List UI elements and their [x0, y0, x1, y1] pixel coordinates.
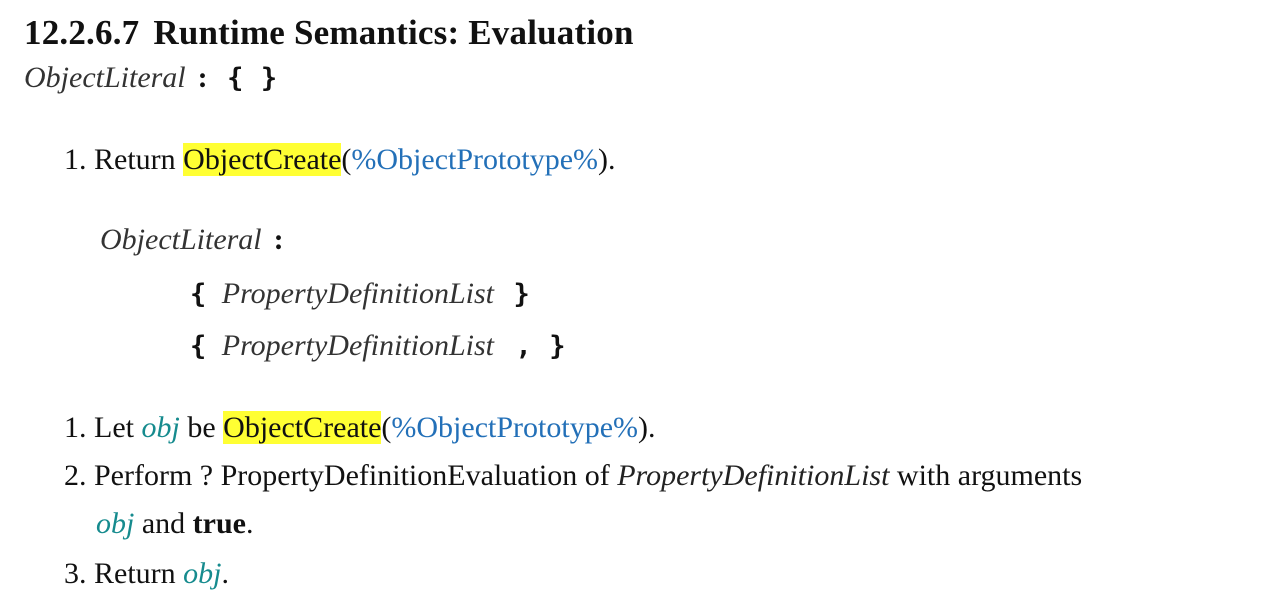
paren-open: (	[341, 143, 352, 176]
algorithm-step: 2. Perform ? PropertyDefinitionEvaluatio…	[64, 454, 1082, 498]
step-word: be	[187, 411, 216, 444]
value-true: true	[192, 507, 246, 540]
abstract-op-link-objectcreate[interactable]: ObjectCreate	[183, 143, 342, 176]
step-number: 3.	[64, 557, 87, 590]
production-colon: :	[273, 223, 284, 256]
terminal-open-brace: {	[227, 63, 244, 94]
section-title: Runtime Semantics: Evaluation	[153, 13, 634, 52]
terminal-close-brace: }	[260, 63, 278, 94]
terminal-close-brace: }	[549, 331, 566, 362]
production-alternative: { PropertyDefinitionList , }	[190, 324, 566, 369]
terminal-close-brace: }	[513, 279, 530, 310]
nonterminal-property-definition-list[interactable]: PropertyDefinitionList	[617, 459, 890, 492]
variable-obj[interactable]: obj	[96, 507, 135, 540]
step-period: .	[221, 557, 230, 590]
step-text: Perform ? PropertyDefinitionEvaluation o…	[94, 459, 610, 492]
nonterminal-object-literal: ObjectLiteral	[100, 223, 262, 256]
production-object-literal-header: ObjectLiteral:	[100, 218, 284, 262]
algorithm-step: 1. Let obj be ObjectCreate(%ObjectProtot…	[64, 406, 656, 450]
algorithm-step: 1. Return ObjectCreate(%ObjectPrototype%…	[64, 138, 616, 182]
intrinsic-link[interactable]: %ObjectPrototype%	[391, 411, 639, 444]
production-object-literal-empty: ObjectLiteral: { }	[24, 56, 277, 101]
section-heading: 12.2.6.7 Runtime Semantics: Evaluation	[24, 8, 634, 58]
intrinsic-link[interactable]: %ObjectPrototype%	[351, 143, 599, 176]
terminal-comma: ,	[515, 331, 532, 362]
paren-close: ).	[598, 143, 616, 176]
nonterminal-property-definition-list[interactable]: PropertyDefinitionList	[221, 277, 494, 310]
step-number: 1.	[64, 143, 87, 176]
step-period: .	[245, 507, 254, 540]
terminal-open-brace: {	[190, 331, 207, 362]
step-number: 2.	[64, 459, 87, 492]
variable-obj[interactable]: obj	[141, 411, 180, 444]
production-colon: :	[197, 61, 208, 94]
step-keyword: Let	[94, 411, 134, 444]
production-alternative: { PropertyDefinitionList }	[190, 272, 530, 317]
nonterminal-object-literal: ObjectLiteral	[24, 61, 186, 94]
algorithm-step: 3. Return obj.	[64, 552, 229, 596]
section-number: 12.2.6.7	[24, 13, 140, 52]
step-number: 1.	[64, 411, 87, 444]
step-word: and	[141, 507, 186, 540]
step-keyword: Return	[94, 557, 176, 590]
terminal-open-brace: {	[190, 279, 207, 310]
paren-open: (	[381, 411, 392, 444]
variable-obj[interactable]: obj	[183, 557, 222, 590]
step-keyword: Return	[94, 143, 176, 176]
step-text: with arguments	[896, 459, 1083, 492]
abstract-op-link-objectcreate[interactable]: ObjectCreate	[223, 411, 382, 444]
algorithm-step-continuation: obj and true.	[96, 502, 253, 546]
nonterminal-property-definition-list[interactable]: PropertyDefinitionList	[221, 329, 494, 362]
paren-close: ).	[638, 411, 656, 444]
